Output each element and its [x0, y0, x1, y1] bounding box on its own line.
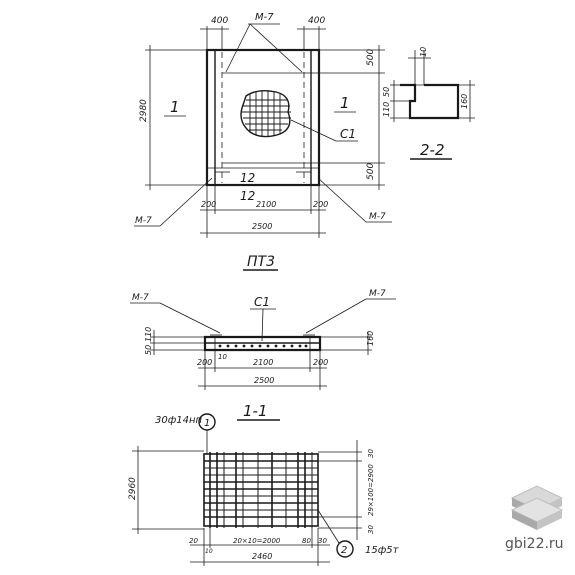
- side-dim-200-right: 200: [313, 358, 328, 367]
- side-dim-10: 10: [218, 353, 227, 361]
- section22-title: 2-2: [420, 141, 445, 159]
- section22-dim-160: 160: [460, 94, 469, 109]
- section11-dim-right-30-bottom: 30: [367, 525, 375, 534]
- section11-dim-right-30-top: 30: [367, 449, 375, 458]
- rebar-cage: [203, 452, 319, 528]
- pt3-title-block: ПТ3: [243, 254, 278, 271]
- dim-bottom-200-left: 200: [201, 200, 216, 209]
- item2-circle: [336, 540, 354, 558]
- section11-title: 1-1: [243, 402, 268, 420]
- side-mark-right: М-7: [369, 289, 386, 299]
- section11-dim-2960: 2960: [128, 477, 138, 500]
- mark-left-m7: М-7: [135, 216, 152, 226]
- side-dim-2500: 2500: [254, 376, 274, 385]
- side-dim-50: 50: [144, 345, 153, 355]
- stacked-slabs-icon: [510, 485, 564, 530]
- pt3-title: ПТ3: [247, 254, 275, 270]
- section22-dim-110: 110: [382, 102, 391, 117]
- section11-dim-right-2900: 29×100=2900: [367, 464, 375, 516]
- section22-dim-10: 10: [419, 47, 428, 57]
- section22-outline: [400, 83, 460, 120]
- dim-right-bottom: 500: [366, 163, 376, 180]
- side-dim-110: 110: [144, 327, 153, 342]
- zone-left-label: 1: [170, 98, 180, 116]
- section11-dim-10: 10: [205, 548, 213, 555]
- dim-top-left: 400: [211, 16, 228, 26]
- dim-bottom-2100: 2100: [256, 200, 276, 209]
- side-mesh-label: С1: [254, 295, 270, 309]
- side-dim-200-left: 200: [197, 358, 212, 367]
- section11-dim-20: 20: [189, 537, 198, 545]
- side-view: М-7 М-7 С1 110 50 160 10 200 2100 200 25…: [130, 289, 396, 390]
- dim-top-right: 400: [308, 16, 325, 26]
- watermark-text: gbi22.ru: [505, 536, 564, 552]
- zone-right-label: 1: [340, 94, 350, 112]
- section11-dim-2460: 2460: [252, 552, 272, 561]
- item2-label: 15ф5т: [365, 545, 400, 556]
- dim-left-2980: 2980: [139, 99, 149, 122]
- mark-12-below: 12: [240, 189, 255, 203]
- side-mark-left: М-7: [132, 293, 149, 303]
- dim-bottom-200-right: 200: [313, 200, 328, 209]
- plan-outline: [205, 48, 321, 187]
- item1-number: 1: [204, 418, 210, 429]
- side-dim-160: 160: [366, 331, 375, 346]
- section22-dim-50: 50: [382, 87, 391, 97]
- mark-12-inside: 12: [240, 171, 255, 185]
- dim-right-top: 500: [366, 49, 376, 66]
- section11-dim-80: 80: [302, 537, 311, 545]
- section11-dim-2000: 20×10=2000: [233, 537, 281, 545]
- mark-top: М-7: [255, 12, 274, 23]
- section-1-1: 1-1 30ф14нп 1: [128, 402, 400, 566]
- mesh-grid: [242, 90, 291, 137]
- section11-dim-30: 30: [318, 537, 327, 545]
- plan-view: 400 400 М-7 500 500 2980 1 1 С1 12 12: [134, 12, 392, 238]
- watermark-logo: [510, 485, 564, 530]
- side-rebar-dots: [218, 344, 308, 348]
- mark-right-m7: М-7: [369, 212, 386, 222]
- item2-number: 2: [341, 545, 347, 556]
- section-2-2: 10 50 110 160 2-2: [382, 47, 475, 160]
- side-dim-2100: 2100: [253, 358, 273, 367]
- dim-total-2500: 2500: [252, 222, 272, 231]
- item1-label: 30ф14нп: [155, 415, 203, 426]
- mesh-label: С1: [340, 127, 356, 141]
